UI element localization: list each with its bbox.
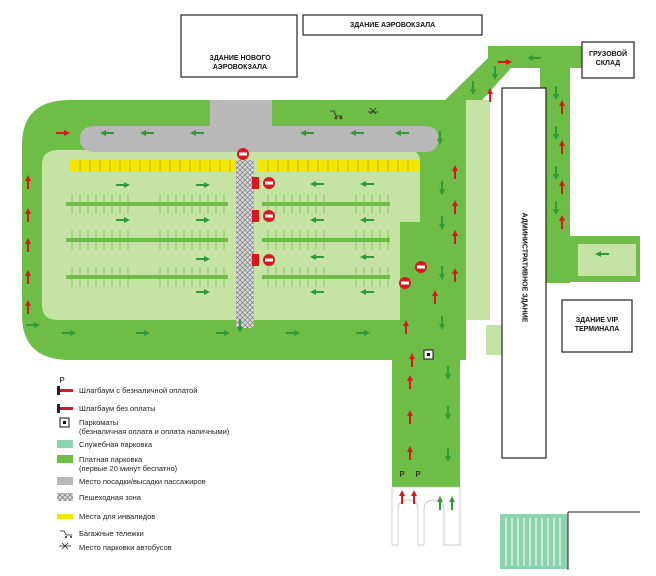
building-new-terminal [180,14,298,78]
legend-dropoff: Место посадки/высадки пассажиров [79,477,206,486]
legend-disabled: Места для инвалидов [79,512,156,521]
barrier-p-right: P [415,470,421,479]
legend-paid-parking: Платная парковка (первые 20 минут беспат… [79,455,178,473]
admin-label: АДМИНИСТРАТИВНОЕ ЗДАНИЕ [520,212,528,323]
barriers [237,148,427,289]
disabled-spaces [70,160,236,172]
legend-symbols [57,386,73,550]
legend-p-letter: P [59,376,65,385]
barrier-p-left: P [399,470,405,479]
dropoff-zone [80,126,438,152]
legend-free-barrier: Шлагбаум без оплаты [79,404,156,413]
building-admin [501,87,547,459]
legend-service-parking: Служебная парковка [79,440,153,449]
terminal-label: ЗДАНИЕ АЭРОВОКЗАЛА [349,22,436,29]
building-vip [561,299,633,353]
parking-lot [42,150,420,320]
red-arrows [25,59,565,504]
legend-luggage: Багажные тележки [79,529,144,538]
building-cargo [581,41,635,79]
building-terminal [302,14,483,36]
green-arrows [26,55,609,510]
legend-paid-barrier: Шлагбаум с безналичной оплатой [79,386,198,395]
luggage-cart-icon [330,107,378,120]
pedestrian-zone [236,160,254,328]
vip-label: ЗДАНИЕ VIP ТЕРМИНАЛА [574,317,620,333]
parking-rows [66,202,390,279]
bus-parking [500,514,568,569]
legend-pay-machine: Паркоматы (безналичная оплата и оплата н… [79,418,230,436]
legend-pedestrian: Пешеходная зона [79,493,141,502]
legend-bus: Место парковки автобусов [79,543,172,552]
cargo-label: ГРУЗОВОЙ СКЛАД [589,51,627,67]
new-terminal-label: ЗДАНИЕ НОВОГО АЭРОВОКЗАЛА [209,55,271,71]
